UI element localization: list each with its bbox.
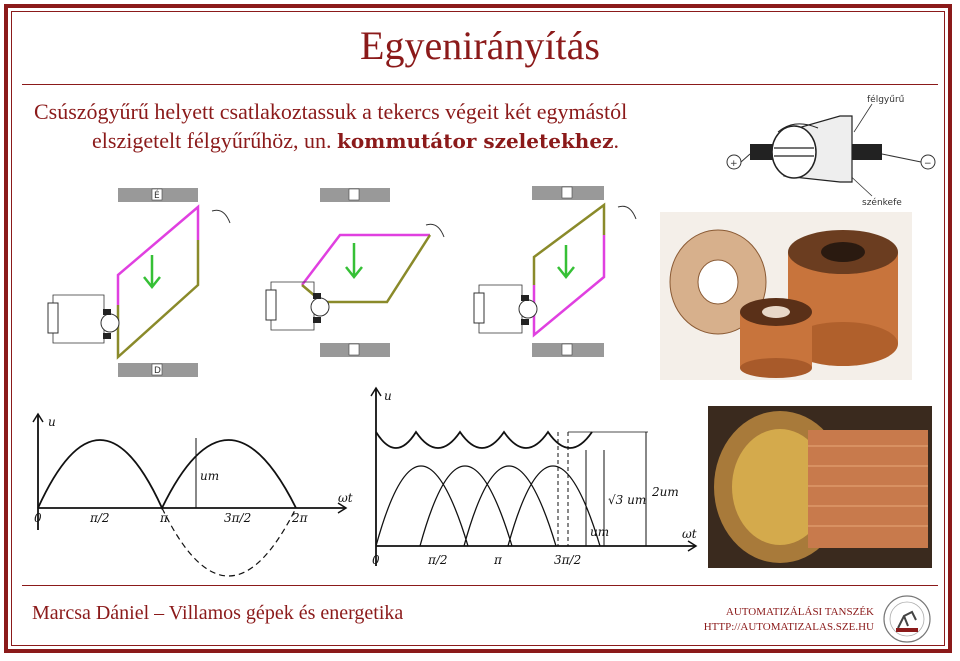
footer-divider — [22, 585, 938, 586]
right-tick-3: 3π/2 — [554, 553, 581, 567]
left-tick-3: 3π/2 — [224, 511, 251, 525]
right-label-um: um — [590, 525, 609, 539]
left-tick-0: 0 — [34, 511, 42, 525]
slide-title: Egyenirányítás — [360, 23, 600, 68]
left-amplitude-label: um — [200, 469, 219, 483]
right-y-axis-label: u — [384, 389, 392, 403]
intro-text: Csúszógyűrű helyett csatlakoztassuk a te… — [34, 97, 734, 156]
footer-author: Marcsa Dániel – Villamos gépek és energe… — [32, 602, 404, 624]
loop-diagram-1: É D — [47, 188, 231, 377]
pole-bottom-label: D — [154, 366, 161, 376]
intro-line-2-text: elszigetelt félgyűrűhöz, un. — [92, 128, 337, 153]
department-seal-icon — [883, 595, 931, 643]
footer-dept-name: AUTOMATIZÁLÁSI TANSZÉK — [725, 606, 874, 618]
left-tick-4: 2π — [291, 511, 309, 525]
left-tick-2: π — [159, 511, 169, 525]
armature-photo — [708, 406, 932, 568]
right-x-axis-label: ωt — [682, 527, 697, 541]
graph-half-wave-rectified: u ωt um 0 π/2 π 3π/2 2π — [32, 412, 353, 577]
intro-line-2: elszigetelt félgyűrűhöz, un. kommutátor … — [34, 126, 734, 156]
loop-diagram-3 — [473, 186, 637, 357]
footer-department: AUTOMATIZÁLÁSI TANSZÉK HTTP://AUTOMATIZA… — [704, 605, 874, 635]
brush-label: szénkefe — [862, 197, 902, 208]
commutator-sketch: félgyűrű szénkefe + − — [726, 94, 936, 208]
intro-line-2-end: . — [613, 128, 619, 153]
left-tick-1: π/2 — [89, 511, 110, 525]
slide-frame — [4, 4, 952, 653]
loop-diagram-2 — [265, 188, 445, 357]
right-label-2um: 2um — [651, 485, 679, 499]
right-tick-0: 0 — [372, 553, 380, 567]
title-divider — [22, 84, 938, 85]
intro-line-1: Csúszógyűrű helyett csatlakoztassuk a te… — [34, 99, 628, 124]
minus-sign: − — [924, 159, 932, 169]
right-tick-1: π/2 — [427, 553, 448, 567]
commutator-photo — [660, 212, 912, 380]
left-x-axis-label: ωt — [338, 491, 353, 505]
left-y-axis-label: u — [48, 415, 56, 429]
intro-keyword: kommutátor szeletekhez — [336, 129, 614, 153]
right-label-sqrt3-um: √3 um — [608, 493, 646, 507]
pole-top-label: É — [154, 189, 160, 201]
right-tick-2: π — [493, 553, 503, 567]
half-ring-label: félgyűrű — [867, 94, 904, 105]
slide-inner-frame — [11, 11, 945, 646]
footer-url[interactable]: HTTP://AUTOMATIZALAS.SZE.HU — [703, 621, 874, 633]
graph-three-phase-rectified: u ωt 2um √3 um um 0 π/2 π 3π/2 — [370, 386, 698, 567]
plus-sign: + — [730, 159, 738, 169]
